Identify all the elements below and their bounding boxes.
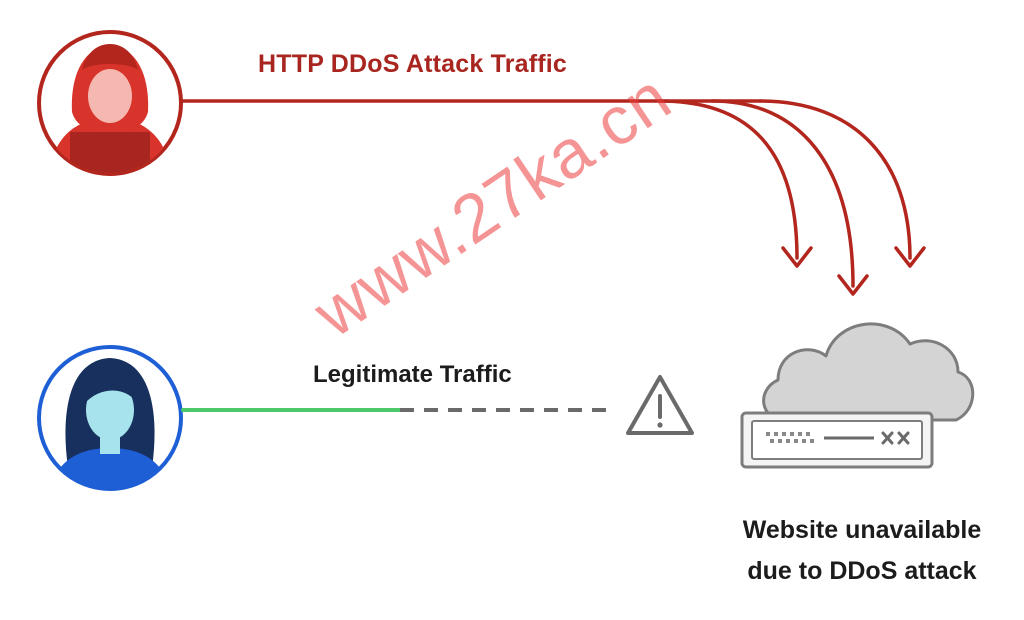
server-x-marks: [881, 431, 910, 445]
user-avatar-icon: [37, 345, 183, 491]
status-line-1: Website unavailable: [742, 516, 982, 544]
legitimate-traffic-label: Legitimate Traffic: [313, 361, 512, 388]
arrowhead-2: [837, 274, 869, 296]
hooded-attacker-icon: [37, 30, 183, 176]
server-icon: [740, 411, 934, 469]
arrowhead-1: [781, 246, 813, 268]
status-line-2: due to DDoS attack: [747, 557, 977, 585]
attack-arrow-2: [710, 99, 855, 288]
attack-traffic-lines: [181, 99, 926, 296]
attack-arrow-1: [658, 99, 799, 260]
website-status-label: Website unavailable due to DDoS attack: [712, 510, 1012, 592]
attack-traffic-label: HTTP DDoS Attack Traffic: [258, 50, 568, 78]
server-indicator-dots: [766, 432, 814, 443]
attack-arrow-3: [758, 99, 912, 260]
arrowhead-3: [894, 246, 926, 268]
cloud-icon: [762, 322, 975, 422]
warning-triangle-icon: [626, 375, 694, 435]
